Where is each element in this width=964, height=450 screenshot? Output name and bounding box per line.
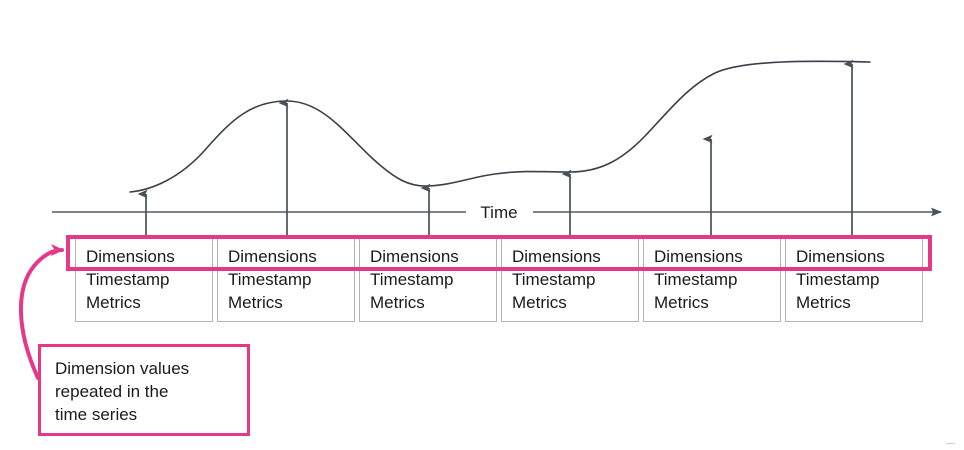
record-metrics-label: Metrics: [796, 293, 851, 312]
corner-watermark-text: —: [946, 439, 955, 448]
record-box-3[interactable]: Dimensions Timestamp Metrics: [359, 238, 497, 322]
callout-line-1: Dimension values: [55, 359, 190, 378]
callout-line-2: repeated in the: [55, 382, 169, 401]
record-dimensions-label: Dimensions: [796, 247, 885, 266]
callout-line-3: time series: [55, 405, 138, 424]
record-timestamp-label: Timestamp: [228, 270, 312, 289]
record-box-2[interactable]: Dimensions Timestamp Metrics: [217, 238, 355, 322]
record-timestamp-label: Timestamp: [86, 270, 170, 289]
callout-connector-arrow: [19, 244, 64, 380]
record-timestamp-label: Timestamp: [512, 270, 596, 289]
axis-label-time: Time: [480, 203, 517, 222]
record-dimensions-label: Dimensions: [512, 247, 601, 266]
record-metrics-label: Metrics: [228, 293, 283, 312]
record-dimensions-label: Dimensions: [370, 247, 459, 266]
record-box-4[interactable]: Dimensions Timestamp Metrics: [501, 238, 639, 322]
corner-watermark: —: [946, 439, 962, 449]
record-dimensions-label: Dimensions: [228, 247, 317, 266]
time-series-curve: [129, 60, 871, 193]
record-timestamp-label: Timestamp: [796, 270, 880, 289]
record-dimensions-label: Dimensions: [654, 247, 743, 266]
record-metrics-label: Metrics: [370, 293, 425, 312]
record-box-5[interactable]: Dimensions Timestamp Metrics: [643, 238, 781, 322]
record-metrics-label: Metrics: [86, 293, 141, 312]
callout-box: Dimension values repeated in the time se…: [38, 344, 250, 436]
record-metrics-label: Metrics: [654, 293, 709, 312]
record-box-6[interactable]: Dimensions Timestamp Metrics: [785, 238, 923, 322]
record-metrics-label: Metrics: [512, 293, 567, 312]
record-timestamp-label: Timestamp: [654, 270, 738, 289]
record-box-1[interactable]: Dimensions Timestamp Metrics: [75, 238, 213, 322]
record-dimensions-label: Dimensions: [86, 247, 175, 266]
record-timestamp-label: Timestamp: [370, 270, 454, 289]
